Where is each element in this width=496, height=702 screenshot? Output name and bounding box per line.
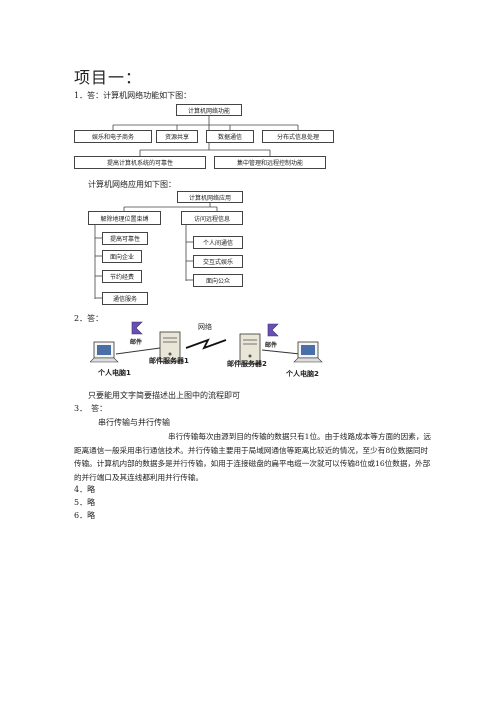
func-node-data-comm: 数据通信 — [206, 130, 254, 143]
app-node-personal-comm: 个人间通信 — [193, 236, 243, 249]
q3-body: 串行传输每次由源到目的传输的数据只有1位。由于线路成本等方面的因素，远距离通信一… — [74, 432, 432, 482]
app-chart-root: 计算机网络应用 — [177, 191, 243, 203]
func-node-ecommerce: 娱乐和电子商务 — [74, 130, 152, 143]
app-node-reliability: 提高可靠性 — [102, 232, 148, 245]
q6-line: 6．略 — [74, 511, 96, 520]
pc-icon — [293, 341, 323, 363]
app-chart-caption: 计算机网络应用如下图： — [88, 180, 176, 189]
q4-line: 4．略 — [74, 485, 96, 494]
server-icon — [239, 333, 261, 365]
pc-1-label: 个人电脑1 — [98, 369, 131, 377]
app-node-public: 面向公众 — [193, 274, 243, 287]
app-node-comm-service: 通信服务 — [102, 292, 148, 305]
page-title: 项目一： — [74, 68, 143, 87]
func-node-distributed: 分布式信息处理 — [262, 130, 334, 143]
network-label: 网络 — [198, 323, 212, 331]
mail-icon — [131, 321, 143, 335]
func-chart-root: 计算机网络功能 — [176, 104, 242, 116]
app-node-left-head: 解除地理位置束缚 — [88, 211, 161, 225]
app-node-interactive-ent: 交互式娱乐 — [193, 255, 243, 268]
mail-label-2: 邮件 — [265, 342, 278, 349]
mail-label-1: 邮件 — [130, 339, 143, 346]
q1-answer-line: 1．答：计算机网络功能如下图： — [74, 91, 192, 100]
q3-subtitle: 串行传输与并行传输 — [98, 418, 170, 427]
q5-line: 5．略 — [74, 498, 96, 507]
pc-2-label: 个人电脑2 — [286, 370, 319, 378]
pc-icon — [90, 341, 119, 363]
app-node-enterprise: 面向企业 — [102, 250, 142, 263]
app-node-save-cost: 节约经费 — [102, 270, 142, 283]
server-icon — [159, 331, 181, 363]
q2-answer-line: 2．答： — [74, 314, 104, 323]
server-2-label: 邮件服务器2 — [227, 360, 267, 368]
mail-icon — [267, 323, 279, 337]
func-node-central-mgmt: 集中管理和远程控制功能 — [214, 156, 326, 169]
q2-note: 只要能用文字简要描述出上图中的流程即可 — [88, 391, 240, 400]
app-node-right-head: 访问远程信息 — [181, 211, 243, 225]
func-node-resource-sharing: 资源共享 — [156, 130, 198, 143]
mail-network-diagram — [90, 321, 323, 365]
server-1-label: 邮件服务器1 — [149, 357, 189, 365]
q3-answer-line: 3． 答： — [74, 404, 108, 413]
func-node-reliability: 提高计算机系统的可靠性 — [74, 156, 206, 169]
